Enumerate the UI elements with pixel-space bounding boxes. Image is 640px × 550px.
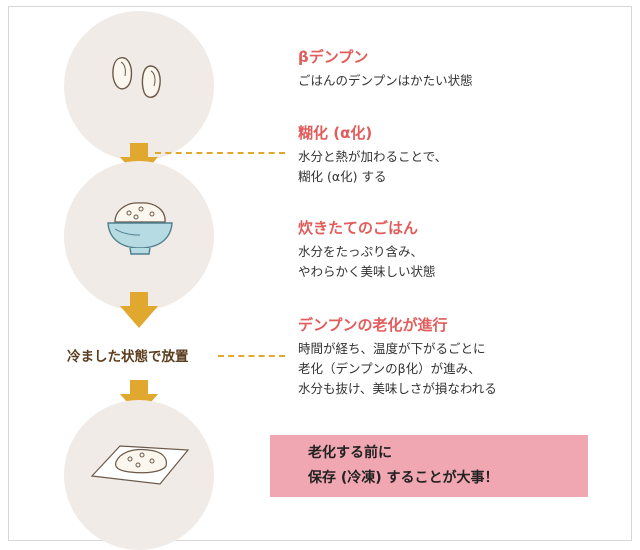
step-title: 糊化 (α化) xyxy=(298,124,373,142)
step-title: デンプンの老化が進行 xyxy=(298,316,448,334)
step-desc: やわらかく美味しい状態 xyxy=(298,264,436,279)
callout-box: 老化する前に 保存 (冷凍) することが大事！ xyxy=(270,435,588,497)
step-desc: 水分をたっぷり含み、 xyxy=(298,244,424,259)
rice-grains-circle xyxy=(64,11,214,161)
step-title: βデンプン xyxy=(298,48,369,66)
rice-bowl-icon xyxy=(107,202,173,255)
arrow-down-icon xyxy=(120,292,158,328)
callout-line-1: 老化する前に xyxy=(308,445,392,461)
connector-line xyxy=(218,355,285,357)
step-desc: ごはんのデンプンはかたい状態 xyxy=(298,73,473,88)
step-desc: 水分と熱が加わることで、 xyxy=(298,149,448,164)
step-retrogradation: デンプンの老化が進行 時間が経ち、温度が下がるごとに 老化（デンプンのβ化）が進… xyxy=(298,316,497,399)
step-desc: 時間が経ち、温度が下がるごとに xyxy=(298,341,486,356)
step-desc: 糊化 (α化) する xyxy=(298,169,387,184)
step-fresh-rice: 炊きたてのごはん 水分をたっぷり含み、 やわらかく美味しい状態 xyxy=(298,219,436,282)
side-label: 冷ました状態で放置 xyxy=(67,349,189,365)
rice-grains-icon xyxy=(112,57,161,98)
step-desc: 水分も抜け、美味しさが損なわれる xyxy=(298,381,497,396)
step-desc: 老化（デンプンのβ化）が進み、 xyxy=(298,361,481,376)
connector-line xyxy=(155,152,285,154)
rice-on-wrap-icon xyxy=(90,445,190,485)
arrow-down-icon xyxy=(120,380,158,416)
step-beta-starch: βデンプン ごはんのデンプンはかたい状態 xyxy=(298,48,473,91)
step-title: 炊きたてのごはん xyxy=(298,219,419,237)
callout-line-2: 保存 (冷凍) することが大事！ xyxy=(308,470,499,486)
step-gelatinization: 糊化 (α化) 水分と熱が加わることで、 糊化 (α化) する xyxy=(298,124,447,187)
